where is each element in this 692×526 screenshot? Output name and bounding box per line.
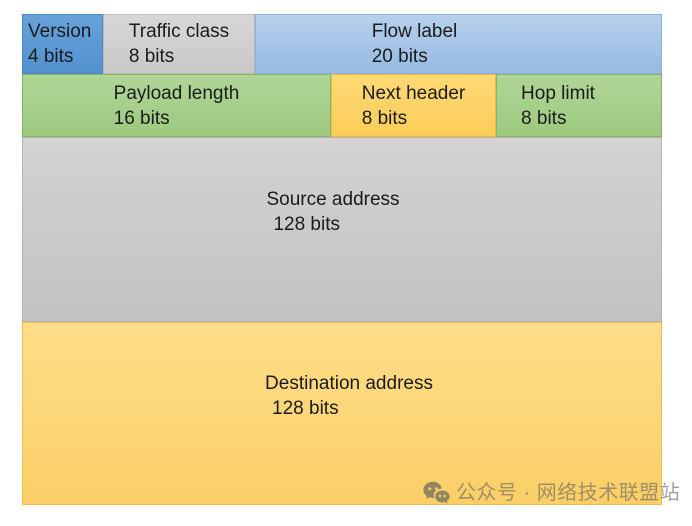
wechat-icon: [423, 481, 450, 505]
field-flow-label-bits: 20 bits: [371, 46, 428, 67]
watermark: 公众号 · 网络技术联盟站: [423, 480, 680, 506]
field-destination-address-bits: 128 bits: [272, 397, 339, 419]
field-hop-limit-label: Hop limit: [521, 82, 595, 104]
field-hop-limit: Hop limit 8 bits: [496, 74, 662, 137]
field-next-header-bits: 8 bits: [361, 107, 408, 129]
field-payload-length-label: Payload length: [113, 82, 240, 104]
field-version-label: Version: [28, 21, 92, 42]
field-destination-address: Destination address 128 bits: [22, 322, 662, 505]
field-flow-label-label: Flow label: [371, 21, 458, 42]
field-traffic-class-label: Traffic class: [128, 21, 230, 42]
ipv6-header-diagram: Version 4 bits Traffic class 8 bits Flow…: [22, 14, 662, 505]
field-version: Version 4 bits: [22, 14, 103, 74]
field-traffic-class: Traffic class 8 bits: [103, 14, 255, 74]
field-destination-address-label: Destination address: [265, 372, 433, 394]
field-hop-limit-bits: 8 bits: [521, 107, 567, 129]
field-payload-length: Payload length 16 bits: [22, 74, 331, 137]
field-source-address-bits: 128 bits: [273, 213, 340, 235]
field-next-header-label: Next header: [361, 82, 466, 104]
header-row-2: Payload length 16 bits Next header 8 bit…: [22, 74, 662, 137]
field-next-header: Next header 8 bits: [331, 74, 496, 137]
field-payload-length-bits: 16 bits: [113, 107, 170, 129]
field-version-bits: 4 bits: [28, 46, 74, 67]
field-source-address-label: Source address: [266, 188, 400, 210]
header-row-3: Source address 128 bits: [22, 137, 662, 322]
field-source-address: Source address 128 bits: [22, 137, 662, 322]
header-row-4: Destination address 128 bits: [22, 322, 662, 505]
field-traffic-class-bits: 8 bits: [128, 46, 175, 67]
watermark-text: 公众号 · 网络技术联盟站: [456, 482, 681, 504]
header-row-1: Version 4 bits Traffic class 8 bits Flow…: [22, 14, 662, 74]
field-flow-label: Flow label 20 bits: [255, 14, 662, 74]
